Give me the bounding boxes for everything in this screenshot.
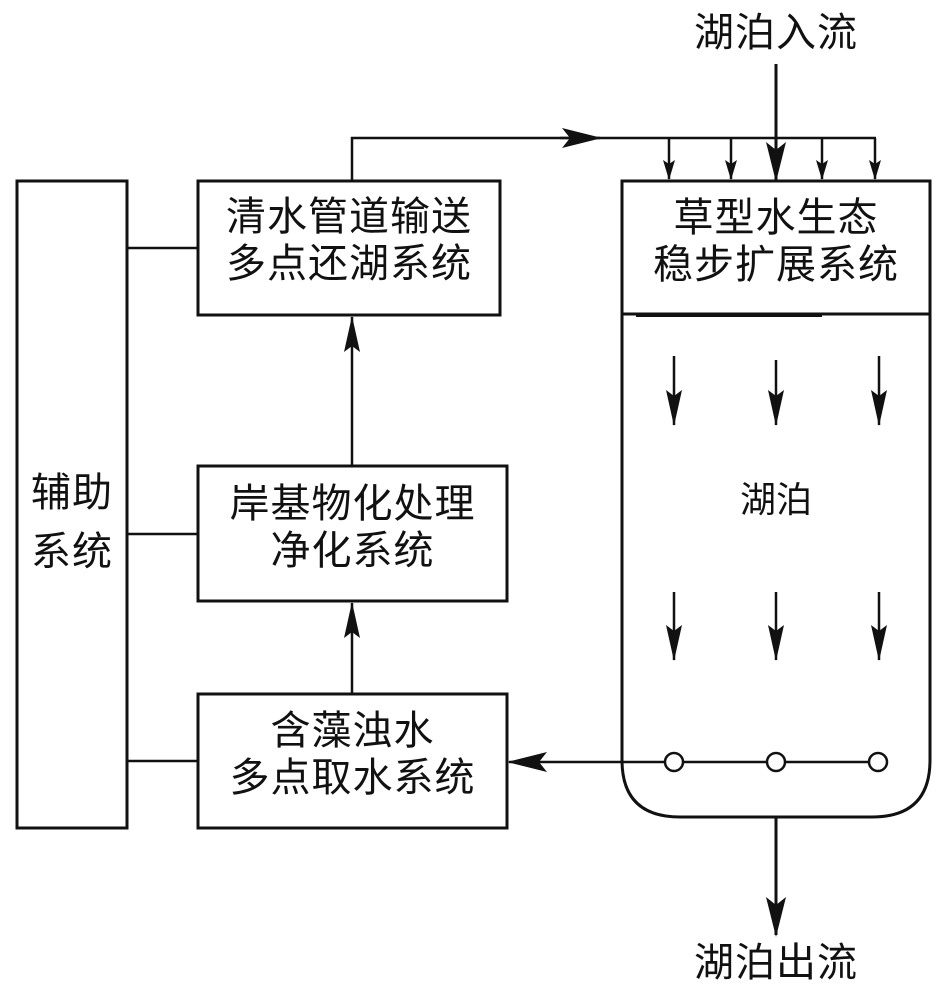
- auxiliary-label-line2: 系统: [17, 529, 127, 576]
- ecology-label-line1: 草型水生态: [622, 195, 930, 242]
- lake-inflow-label: 湖泊入流: [660, 10, 892, 57]
- algae-label-line2: 多点取水系统: [198, 755, 507, 802]
- lake-outflow-label: 湖泊出流: [660, 940, 892, 987]
- lake-label: 湖泊: [622, 480, 930, 522]
- intake-point-1: [665, 753, 683, 771]
- algae-intake-label: 含藻浊水 多点取水系统: [198, 708, 507, 802]
- intake-point-2: [767, 753, 785, 771]
- intake-point-3: [869, 753, 887, 771]
- onshore-label-line1: 岸基物化处理: [198, 481, 507, 528]
- auxiliary-system-label: 辅助 系统: [17, 470, 127, 576]
- onshore-treatment-label: 岸基物化处理 净化系统: [198, 481, 507, 575]
- clean-water-label-line1: 清水管道输送: [198, 194, 500, 241]
- arrow-clean-to-ecology: [352, 138, 600, 181]
- algae-label-line1: 含藻浊水: [198, 708, 507, 755]
- grass-ecology-label: 草型水生态 稳步扩展系统: [622, 195, 930, 289]
- onshore-label-line2: 净化系统: [198, 528, 507, 575]
- auxiliary-label-line1: 辅助: [17, 470, 127, 517]
- ecology-label-line2: 稳步扩展系统: [622, 242, 930, 289]
- clean-water-return-label: 清水管道输送 多点还湖系统: [198, 194, 500, 288]
- clean-water-label-line2: 多点还湖系统: [198, 241, 500, 288]
